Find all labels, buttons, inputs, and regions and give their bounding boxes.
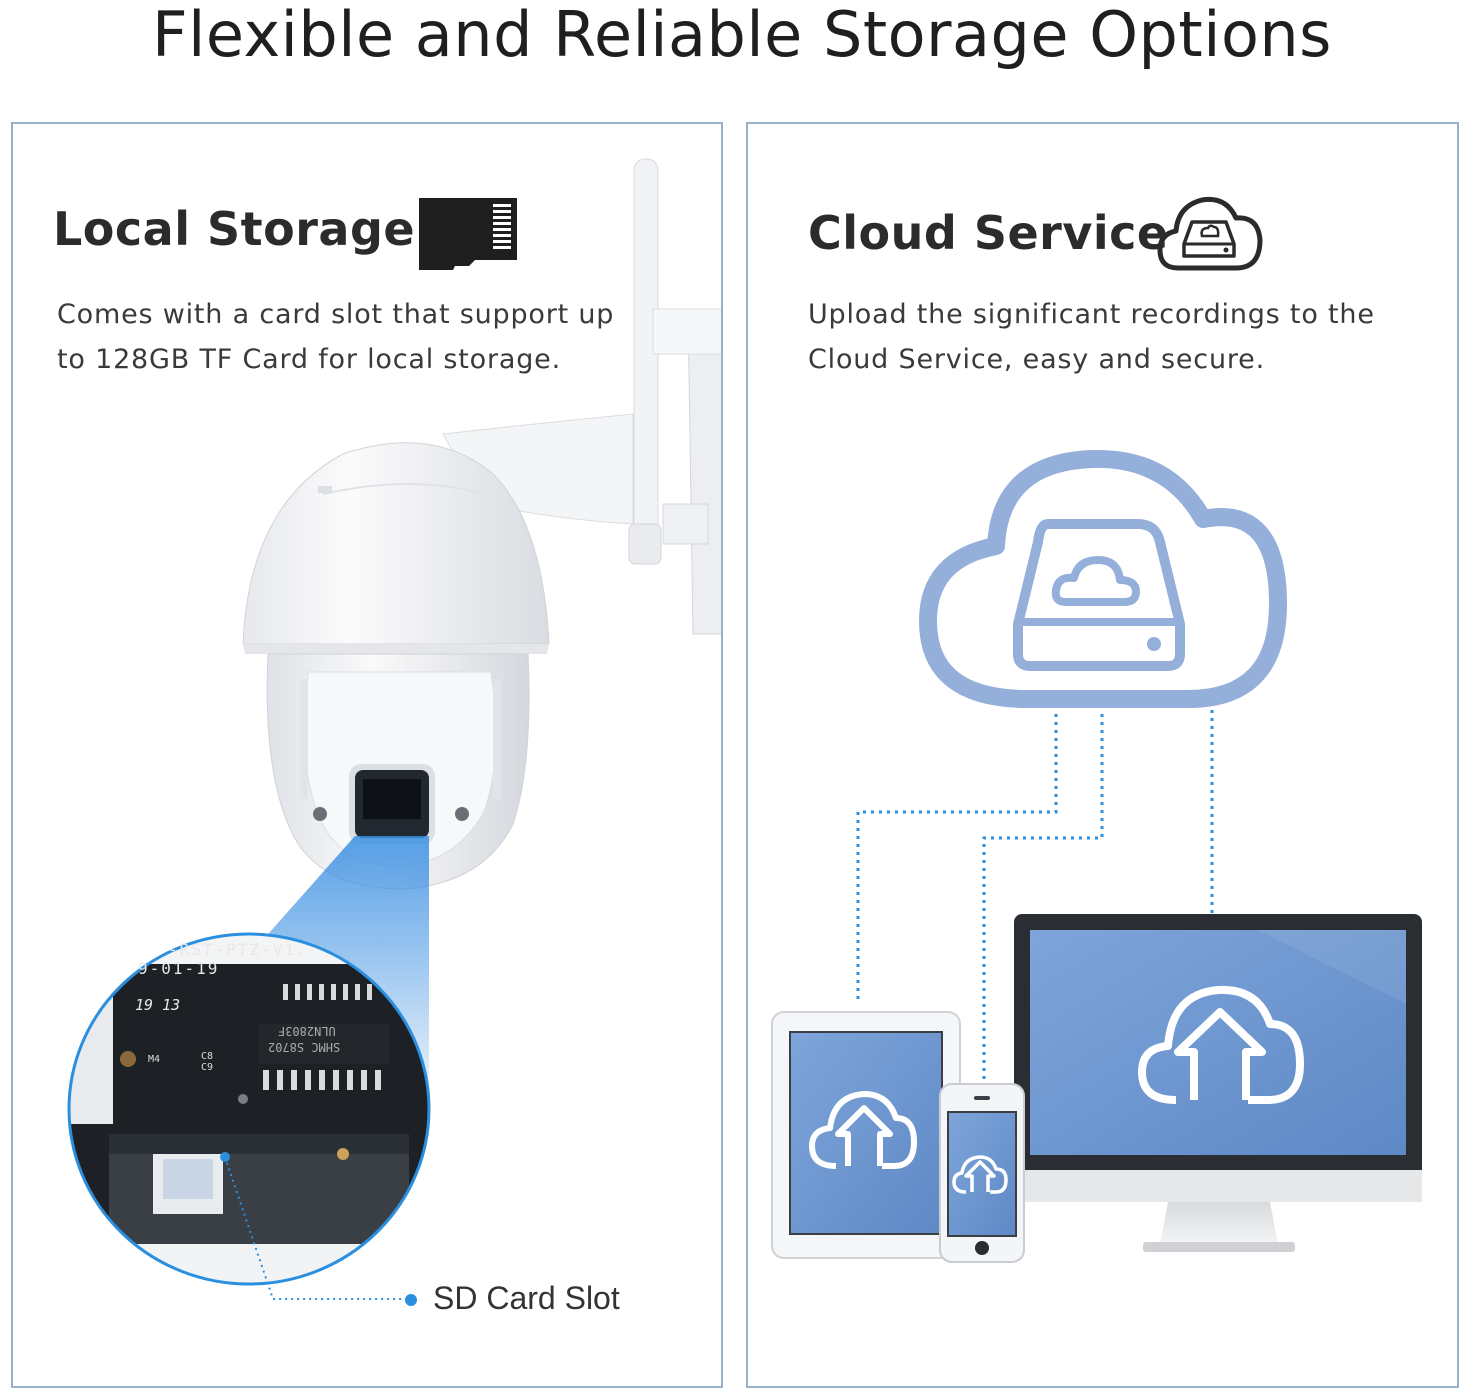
antenna (628, 158, 662, 565)
board-chip-label-2: SHMC S8702 (268, 1040, 341, 1054)
cloud-service-panel: Cloud Service Upload the significant rec… (746, 122, 1459, 1388)
big-cloud-icon (919, 449, 1287, 708)
callout-dot (405, 1294, 417, 1306)
callout-line (224, 1156, 413, 1300)
cloud-devices-illustration (771, 449, 1422, 1263)
cloud-desc-line-1: Upload the significant recordings to the (808, 299, 1375, 330)
upload-cloud-icon (1138, 985, 1304, 1104)
board-label-c8: C8 (201, 1051, 214, 1062)
board-text-date: 9-01-19 (138, 959, 220, 978)
microsd-card-icon (419, 198, 517, 270)
cloud-service-heading: Cloud Service (808, 206, 1169, 260)
board-label-m4: M4 (148, 1054, 161, 1065)
page-title: Flexible and Reliable Storage Options (152, 0, 1332, 71)
board-text-time: 19 13 (135, 996, 181, 1014)
cloud-desc-line-2: Cloud Service, easy and secure. (808, 344, 1265, 375)
camera-body (266, 653, 530, 890)
board-label-c9: C9 (201, 1062, 214, 1073)
local-storage-heading: Local Storage (53, 202, 416, 256)
local-storage-panel: -RST-PTZ-V1. 9-01-19 19 13 ULN2803F SHMC… (11, 122, 723, 1388)
camera-dome (242, 442, 550, 654)
tablet-device (771, 1011, 961, 1259)
local-storage-description: Comes with a card slot that support up t… (57, 292, 614, 382)
phone-device (939, 1083, 1025, 1263)
local-desc-line-2: to 128GB TF Card for local storage. (57, 344, 561, 375)
tablet-upload-icon (809, 1091, 917, 1169)
local-desc-line-1: Comes with a card slot that support up (57, 299, 615, 330)
monitor-device (1014, 914, 1422, 1252)
phone-upload-icon (952, 1155, 1008, 1194)
board-text-model: -RST-PTZ-V1. (168, 940, 308, 959)
sd-card-slot-label: SD Card Slot (433, 1280, 620, 1316)
cloud-service-description: Upload the significant recordings to the… (808, 292, 1375, 382)
connection-lines (856, 710, 1214, 1086)
camera-illustration (67, 158, 721, 1306)
board-chip-label: ULN2803F (278, 1024, 336, 1038)
cloud-storage-icon (1157, 196, 1263, 271)
